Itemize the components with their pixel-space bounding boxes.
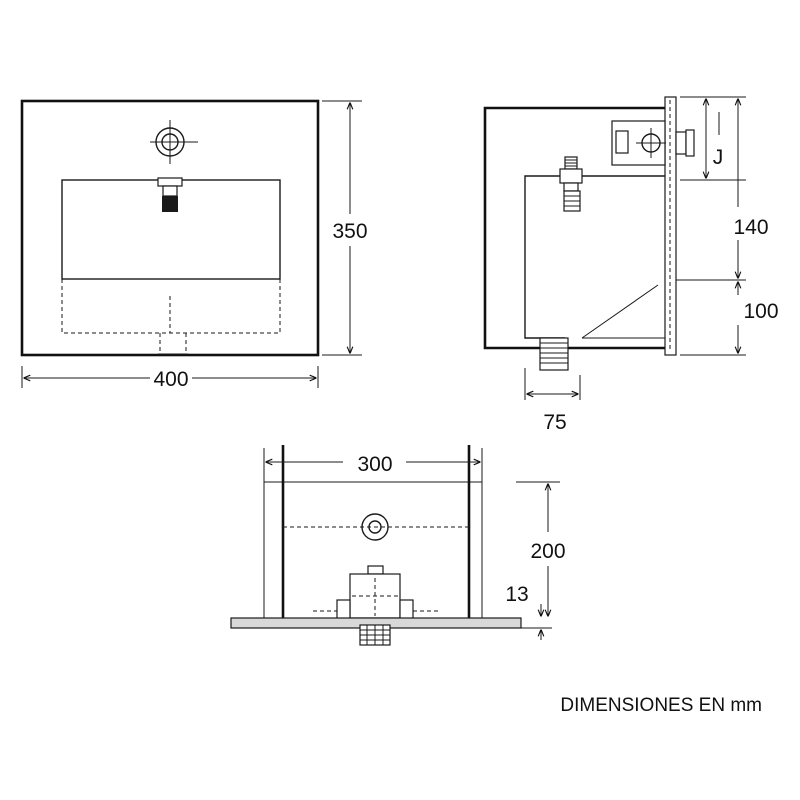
lower-dimension: 100 bbox=[680, 282, 779, 356]
drain-icon bbox=[158, 333, 188, 355]
upper-label: 140 bbox=[733, 216, 768, 239]
plate-dimension: 13 bbox=[505, 583, 552, 640]
outlet-pipe-icon bbox=[539, 337, 569, 371]
valve-icon bbox=[611, 120, 695, 166]
outlet-dimension: 75 bbox=[524, 368, 581, 434]
units-note: DIMENSIONES EN mm bbox=[560, 695, 762, 716]
bottom-pipe-icon bbox=[359, 624, 391, 646]
bottom-view: 300 200 13 bbox=[230, 445, 566, 646]
lower-label: 100 bbox=[743, 300, 778, 323]
width-dimension: 400 bbox=[21, 366, 319, 391]
bracket-dimension: J bbox=[680, 96, 746, 181]
width-label: 400 bbox=[153, 368, 188, 391]
bracket-label: J bbox=[713, 146, 724, 169]
side-outline bbox=[483, 106, 665, 350]
height-dimension: 350 bbox=[322, 100, 368, 356]
bottom-tap-icon bbox=[361, 513, 389, 541]
height-label: 350 bbox=[332, 220, 367, 243]
bottom-height-label: 200 bbox=[530, 540, 565, 563]
front-outline bbox=[20, 99, 320, 357]
upper-dimension: 140 bbox=[676, 99, 769, 281]
side-spout-icon bbox=[559, 156, 583, 212]
bottom-height-dimension: 200 bbox=[516, 481, 566, 616]
side-view: J 140 100 75 bbox=[483, 96, 779, 434]
front-view: 400 350 bbox=[20, 99, 368, 391]
bottom-width-dimension: 300 bbox=[263, 448, 483, 482]
bottom-valve-icon bbox=[313, 565, 438, 623]
plate-label: 13 bbox=[505, 583, 528, 606]
spout-icon bbox=[157, 177, 183, 212]
outlet-label: 75 bbox=[543, 411, 566, 434]
bottom-width-label: 300 bbox=[357, 453, 392, 476]
tap-hole-icon bbox=[150, 120, 198, 164]
